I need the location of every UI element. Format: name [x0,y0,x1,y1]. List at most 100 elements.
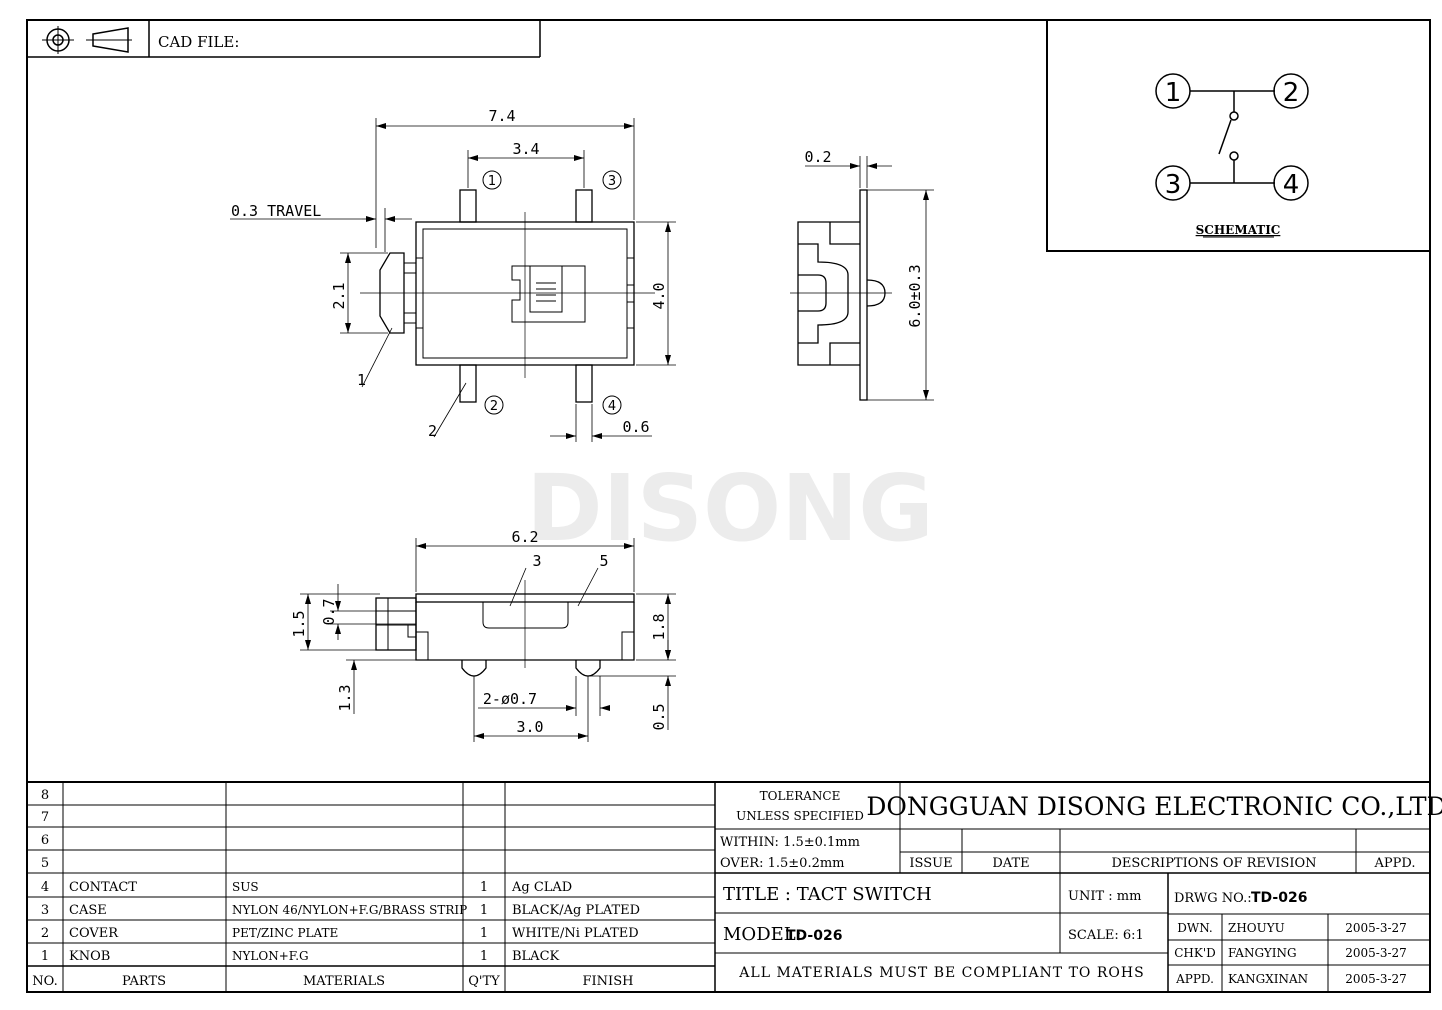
bom-row-4-finish: Ag CLAD [511,880,572,895]
bom-row-3-material: NYLON 46/NYLON+F.G/BRASS STRIP [232,903,467,917]
side-view-dimensions [805,156,934,401]
sign-name-appd: KANGXINAN [1228,972,1308,986]
pin-mark-4: 4 [608,399,616,414]
side-view-labels: 0.2 6.0±0.3 [804,148,924,328]
revision-description-header: DESCRIPTIONS OF REVISION [1112,856,1317,871]
bom-row-7-no: 7 [41,810,49,825]
bom-row-1-finish: BLACK [512,949,560,964]
dim-bottom-h13: 1.3 [336,684,354,711]
callout-3: 3 [532,552,541,570]
bom-row-2-no: 2 [41,926,49,941]
revision-date-header: DATE [992,856,1029,871]
dim-bottom-width: 6.2 [511,528,538,546]
svg-text:1: 1 [1165,78,1182,108]
callout-5: 5 [599,552,608,570]
schematic-pin-4: 4 [1273,165,1309,201]
sign-role-chkd: CHK'D [1174,946,1216,960]
top-view-dimensions [230,118,676,442]
callout-2: 2 [428,422,437,440]
tolerance-line1: TOLERANCE [760,789,841,803]
dim-knob-height: 2.1 [330,282,348,309]
sign-date-appd: 2005-3-27 [1345,972,1407,986]
bom-row-3-finish: BLACK/Ag PLATED [512,903,640,918]
bom-row-3-no: 3 [41,903,49,918]
svg-text:4: 4 [1283,170,1300,200]
bom-header-no: NO. [32,974,57,989]
rohs-statement: ALL MATERIALS MUST BE COMPLIANT TO ROHS [738,965,1144,981]
sign-name-dwn: ZHOUYU [1228,921,1285,935]
bom-row-2-part: COVER [69,926,119,941]
sign-name-chkd: FANGYING [1228,946,1297,960]
sign-date-dwn: 2005-3-27 [1345,921,1407,935]
bom-row-4-part: CONTACT [69,880,137,895]
callout-1: 1 [357,371,366,389]
bom-row-4-material: SUS [232,880,259,894]
bom-header-parts: PARTS [122,974,166,989]
dim-bottom-h18: 1.8 [650,613,668,640]
side-view [790,189,892,401]
schematic-pin-1: 1 [1155,73,1191,109]
tolerance-line2: UNLESS SPECIFIED [736,809,864,823]
bom-header-qty: Q'TY [468,974,500,989]
drawing-number: TD-026 [1251,890,1307,906]
bom-row-1-material: NYLON+F.G [232,949,309,963]
sign-role-appd: APPD. [1175,972,1214,986]
top-view [360,189,655,403]
bom-row-1-part: KNOB [69,949,110,964]
pin-mark-3: 3 [608,174,616,189]
front-view-labels: 6.2 1.5 0.7 1.3 1.8 0.5 2-ø0.7 3.0 3 5 [290,528,668,736]
top-view-labels: 7.4 3.4 0.3 TRAVEL 2.1 4.0 0.6 1 2 1 3 2… [231,107,668,440]
sheet-border [26,19,1431,993]
dim-bottom-h07: 0.7 [320,598,338,625]
dim-bottom-h15: 1.5 [290,610,308,637]
bom-row-1-no: 1 [41,949,49,964]
schematic-panel: 1 2 3 4 SCHEMATIC [1046,19,1431,252]
dim-post-pitch: 3.0 [516,718,543,736]
drawing-title: TITLE : TACT SWITCH [723,884,932,905]
scale-label: SCALE: 6:1 [1068,928,1144,943]
dim-travel: 0.3 TRAVEL [231,202,321,220]
bom-row-2-material: PET/ZINC PLATE [232,926,338,940]
dim-width-top: 7.4 [488,107,515,125]
bom-row-6-no: 6 [41,833,49,848]
bom-row-4-qty: 1 [480,880,488,895]
bom-row-3-qty: 1 [480,903,488,918]
front-view [330,580,635,677]
cad-file-header: CAD FILE: [27,20,541,58]
dim-body-height: 4.0 [650,282,668,309]
bom-row-1-qty: 1 [480,949,488,964]
dim-side-offset: 0.2 [804,148,831,166]
unit-label: UNIT : mm [1068,889,1141,904]
bom-table [27,781,1430,992]
bom-row-2-finish: WHITE/Ni PLATED [512,926,639,941]
dim-side-height: 6.0±0.3 [906,264,924,327]
bom-row-2-qty: 1 [480,926,488,941]
sign-date-chkd: 2005-3-27 [1345,946,1407,960]
drawing-number-label: DRWG NO.: [1174,891,1252,906]
company-name: DONGGUAN DISONG ELECTRONIC CO.,LTD. [866,792,1442,821]
revision-issue-header: ISSUE [909,856,952,871]
tolerance-within: WITHIN: 1.5±0.1mm [720,835,860,850]
bom-row-3-part: CASE [69,903,107,918]
schematic-title: SCHEMATIC [1196,223,1281,237]
dim-pin-width: 0.6 [622,418,649,436]
dim-pitch-top: 3.4 [512,140,539,158]
schematic-pin-3: 3 [1155,165,1191,201]
dim-post-diameter: 2-ø0.7 [483,690,537,708]
revision-appd-header: APPD. [1374,856,1416,871]
bom-header-materials: MATERIALS [303,974,385,989]
model-label: MODEL: [723,924,802,945]
bom-row-8-no: 8 [41,788,49,803]
tolerance-over: OVER: 1.5±0.2mm [720,856,845,871]
bom-text: 8 7 6 5 4 CONTACT SUS 1 Ag CLAD 3 CASE N… [32,788,640,989]
cad-file-label: CAD FILE: [158,33,239,51]
bom-row-5-no: 5 [41,856,49,871]
sign-role-dwn: DWN. [1177,921,1213,935]
pin-mark-1: 1 [488,174,496,189]
bom-row-4-no: 4 [41,880,49,895]
dim-bottom-h05: 0.5 [650,703,668,730]
title-block-text: TOLERANCE UNLESS SPECIFIED DONGGUAN DISO… [720,789,1442,986]
projection-symbol-icon [42,26,132,54]
pin-mark-2: 2 [490,399,498,414]
